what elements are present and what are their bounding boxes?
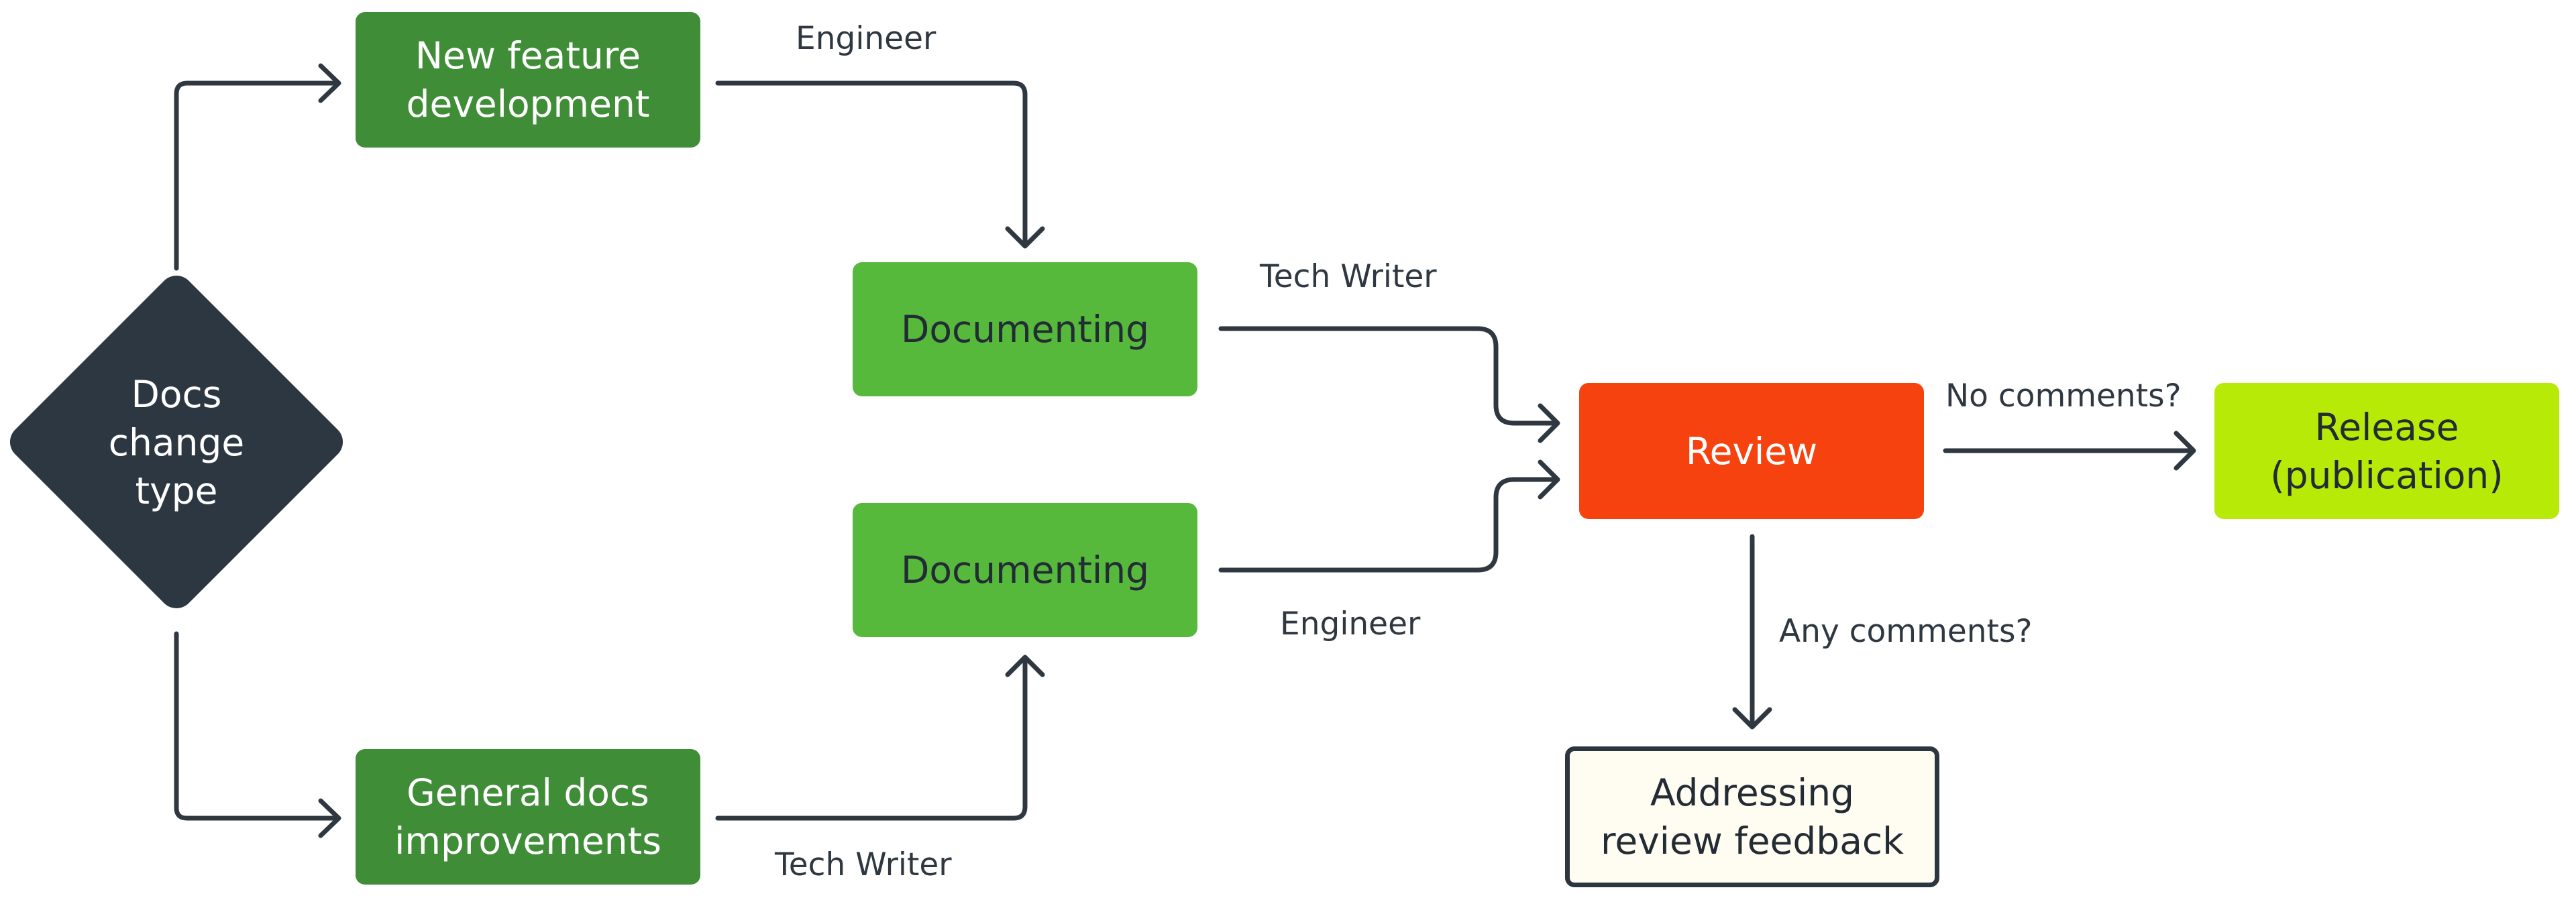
node-label: Addressing review feedback [1600,771,1904,862]
node-release-publication: Release (publication) [2214,383,2559,519]
edge-label-tech-writer-bottom: Tech Writer [775,846,952,883]
node-label: New feature development [406,34,650,125]
node-documenting-top: Documenting [853,262,1197,396]
edge-label-tech-writer-mid: Tech Writer [1260,258,1437,295]
node-general-docs-improvements: General docs improvements [356,749,700,885]
edge-label-any-comments: Any comments? [1779,613,2033,650]
node-label: Documenting [901,308,1149,351]
edge-review-to-release [1943,431,2196,471]
decision-label: Docs change type [108,373,245,512]
node-review: Review [1579,383,1924,519]
edge-documenting-bottom-to-review [1218,459,1560,573]
edge-new-feature-to-documenting-top [715,80,1045,249]
edge-review-to-feedback [1732,534,1772,730]
node-label: Release (publication) [2270,405,2504,497]
node-label: General docs improvements [394,771,661,862]
edge-label-no-comments: No comments? [1945,378,2182,414]
edge-general-docs-to-documenting-bottom [715,655,1045,821]
node-addressing-review-feedback: Addressing review feedback [1565,746,1939,887]
edge-label-engineer-mid: Engineer [1280,606,1421,642]
edge-documenting-top-to-review [1218,326,1560,443]
edge-decision-to-general-docs [174,631,341,838]
node-new-feature-development: New feature development [356,12,700,148]
node-label: Review [1685,429,1818,473]
edge-decision-to-new-feature [174,63,341,271]
edge-label-engineer-top: Engineer [796,20,936,57]
node-documenting-bottom: Documenting [853,503,1197,637]
node-label: Documenting [901,549,1149,592]
